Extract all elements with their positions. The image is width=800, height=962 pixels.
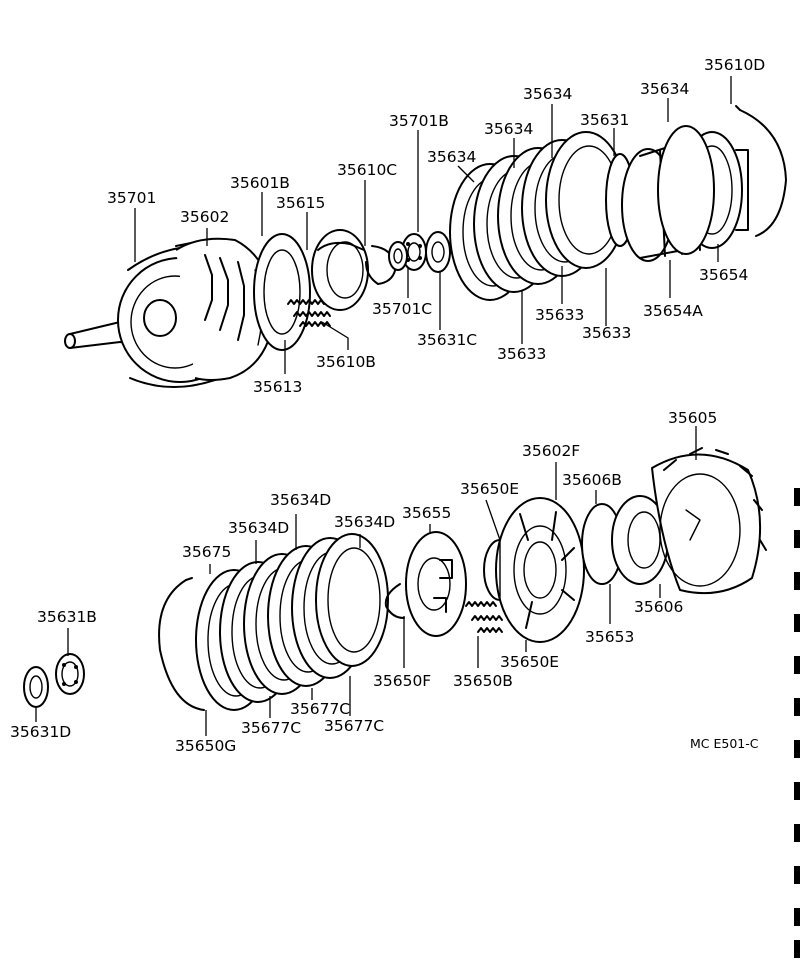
part-35634D-35677C-clutch-pack [195,533,389,711]
label-35634D-a: 35634D [270,491,331,509]
label-35634-a: 35634 [427,148,476,166]
label-35650B: 35650B [453,672,513,690]
part-35615-piston [311,229,369,311]
label-35601B: 35601B [230,174,290,192]
label-35631: 35631 [580,111,629,129]
part-35610C-snap-ring [365,245,397,285]
label-35602: 35602 [180,208,229,226]
part-35631B-bearing [55,653,85,695]
label-35615: 35615 [276,194,325,212]
label-35650E-b: 35650E [500,653,559,671]
part-35610B-springs [287,299,331,327]
label-35653: 35653 [585,628,634,646]
label-35654A: 35654A [643,302,703,320]
label-35606: 35606 [634,598,683,616]
label-35677C-c: 35677C [324,717,384,735]
label-35650G: 35650G [175,737,236,755]
part-35650F-snap-ring [384,583,405,619]
part-labels: 35701 35602 35601B 35615 35610C 35701B 3… [10,56,765,755]
label-35634D-b: 35634D [228,519,289,537]
right-edge-artifacts [794,488,800,958]
diagram-code: MC E501-C [690,736,759,751]
label-35634-c: 35634 [523,85,572,103]
label-35610B: 35610B [316,353,376,371]
label-35655: 35655 [402,504,451,522]
part-35605-drum [651,447,767,595]
label-35701B: 35701B [389,112,449,130]
label-35610D: 35610D [704,56,765,74]
part-35601B-plate [253,233,311,351]
label-35605: 35605 [668,409,717,427]
part-35701C-race [388,241,408,271]
label-35634D-c: 35634D [334,513,395,531]
part-35650B-springs [465,601,503,633]
upper-clutch-assembly [64,76,787,388]
label-35650E-a: 35650E [460,480,519,498]
label-35634-d: 35634 [640,80,689,98]
label-35610C: 35610C [337,161,397,179]
label-35631B: 35631B [37,608,97,626]
label-35701C: 35701C [372,300,432,318]
label-35633-b: 35633 [582,324,631,342]
label-35631D: 35631D [10,723,71,741]
label-35677C-b: 35677C [290,700,350,718]
label-35654: 35654 [699,266,748,284]
label-35634-b: 35634 [484,120,533,138]
part-35650G-snap-ring [158,577,205,711]
label-35631C: 35631C [417,331,477,349]
label-35650F: 35650F [373,672,431,690]
part-35610D-snap-ring [735,105,787,237]
label-35606B: 35606B [562,471,622,489]
part-35631C-washer [425,231,451,273]
part-35634-35633-clutch-pack [449,131,627,301]
part-35655-retainer [405,531,467,637]
label-35602F: 35602F [522,442,580,460]
label-35677C-a: 35677C [241,719,301,737]
part-35631D-washer [23,666,49,708]
part-35602F-piston-body [495,497,585,643]
lower-clutch-assembly [23,426,767,736]
label-35675: 35675 [182,543,231,561]
label-35701: 35701 [107,189,156,207]
part-35634-drum-plate [657,125,715,255]
label-35633-c: 35633 [497,345,546,363]
label-35613: 35613 [253,378,302,396]
label-35633-a: 35633 [535,306,584,324]
